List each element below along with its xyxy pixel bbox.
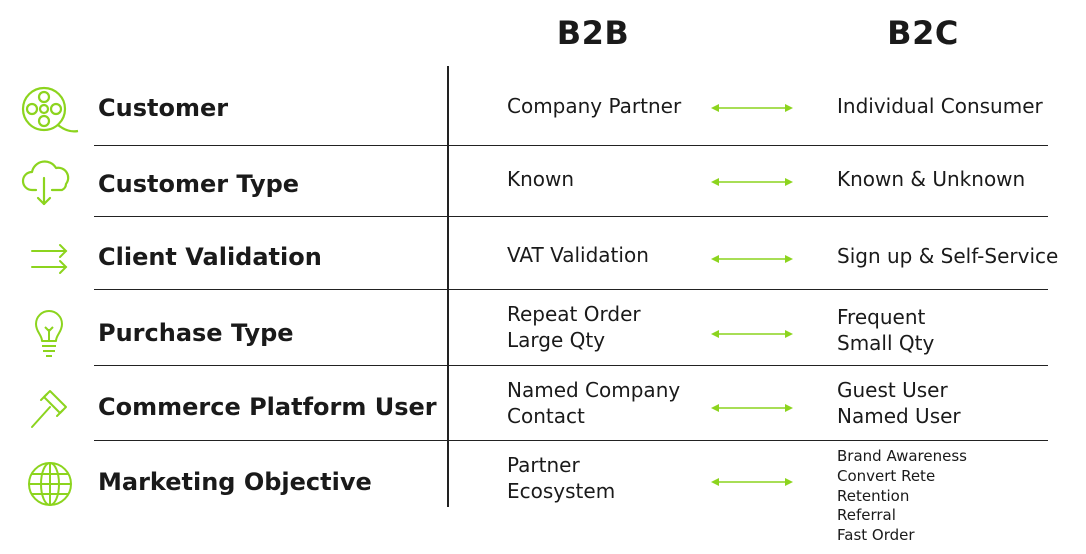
b2b-value-marketing-objective: Partner Ecosystem [507, 453, 616, 503]
row-divider [94, 145, 1048, 146]
double-arrow-connector [710, 176, 794, 188]
b2c-value-marketing-objective: Brand Awareness Convert Rete Retention R… [837, 447, 967, 545]
row-label-purchase-type: Purchase Type [98, 319, 294, 347]
gavel-icon [20, 383, 80, 437]
column-header-b2b: B2B [556, 14, 630, 52]
b2b-value-commerce-platform-user: Named Company Contact [507, 378, 681, 428]
column-divider [447, 66, 449, 507]
column-header-b2c: B2C [887, 14, 959, 52]
row-label-customer: Customer [98, 94, 229, 122]
lightbulb-icon [20, 307, 80, 361]
film-reel-icon [20, 83, 80, 137]
b2c-value-client-validation: Sign up & Self-Service [837, 244, 1059, 268]
b2c-value-purchase-type: Frequent Small Qty [837, 305, 935, 355]
b2b-value-purchase-type: Repeat Order Large Qty [507, 302, 641, 352]
row-label-marketing-objective: Marketing Objective [98, 468, 372, 496]
double-arrow-connector [710, 102, 794, 114]
b2b-value-customer: Company Partner [507, 94, 682, 118]
double-arrow-connector [710, 402, 794, 414]
b2b-value-client-validation: VAT Validation [507, 243, 649, 267]
cloud-download-icon [20, 158, 80, 212]
b2c-value-commerce-platform-user: Guest User Named User [837, 378, 961, 428]
b2c-value-customer: Individual Consumer [837, 94, 1043, 118]
row-divider [94, 440, 1048, 441]
double-arrow-right-icon [20, 231, 80, 285]
row-divider [94, 365, 1048, 366]
row-label-commerce-platform-user: Commerce Platform User [98, 393, 437, 421]
row-label-client-validation: Client Validation [98, 243, 322, 271]
row-label-customer-type: Customer Type [98, 170, 300, 198]
row-divider [94, 216, 1048, 217]
double-arrow-connector [710, 253, 794, 265]
double-arrow-connector [710, 476, 794, 488]
b2c-value-customer-type: Known & Unknown [837, 167, 1026, 191]
b2b-value-customer-type: Known [507, 167, 575, 191]
double-arrow-connector [710, 328, 794, 340]
row-divider [94, 289, 1048, 290]
globe-icon [20, 457, 80, 511]
